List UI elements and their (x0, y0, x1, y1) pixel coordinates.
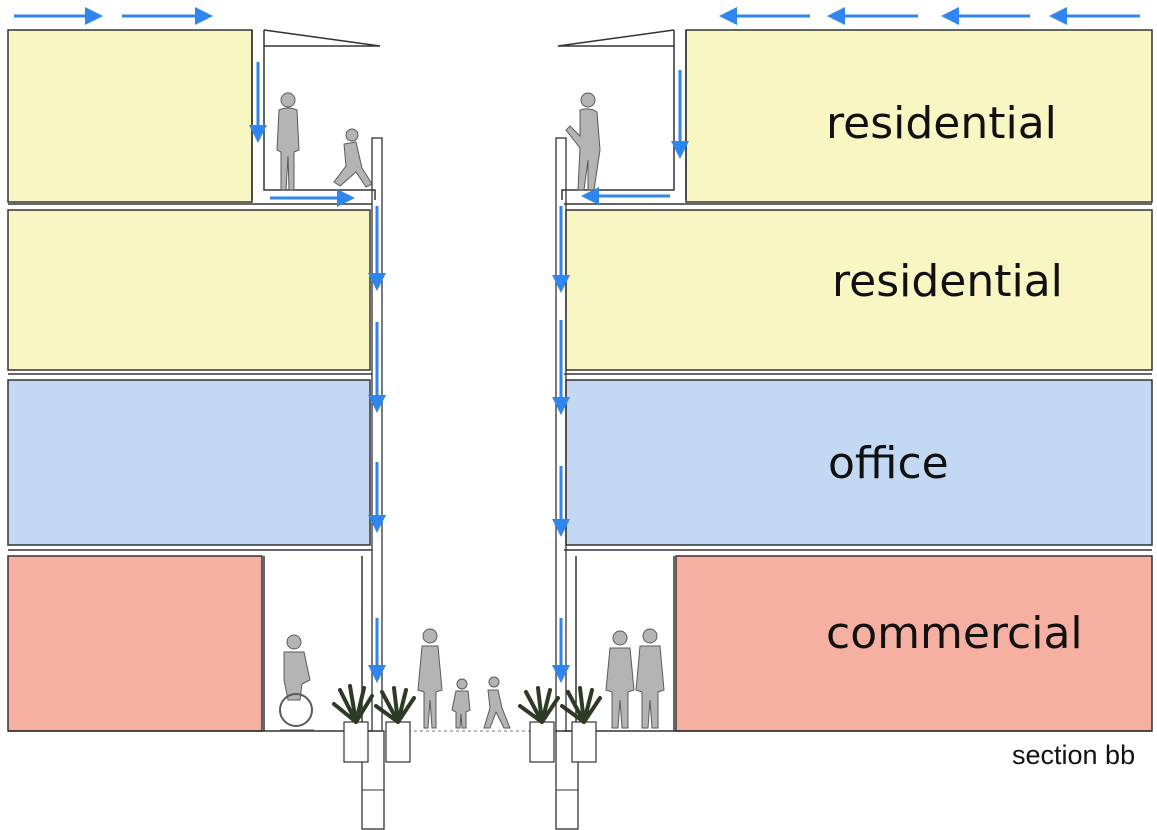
right-foundation (555, 730, 579, 830)
left-residential-mid-block (7, 209, 371, 371)
left-office-block (7, 379, 371, 546)
planter-icon (332, 684, 374, 763)
right-commercial-block (675, 555, 1153, 732)
right-residential-top-block (685, 29, 1153, 203)
person-figure-icon (417, 628, 443, 729)
person-figure-icon (483, 676, 511, 729)
zone-label-commercial: commercial (826, 608, 1083, 659)
person-figure-icon (451, 678, 471, 729)
left-balcony-frame (251, 29, 381, 200)
person-figure-icon (565, 92, 601, 191)
person-figure-icon (635, 628, 665, 729)
planter-icon (374, 686, 416, 763)
person-figure-icon (605, 630, 635, 729)
right-office-block (565, 379, 1153, 546)
person-figure-icon (333, 128, 373, 188)
person-figure-icon (276, 92, 300, 191)
zone-label-residential-mid: residential (832, 256, 1063, 307)
right-planters (518, 686, 602, 763)
airflow-arrows (14, 7, 1140, 683)
left-residential-top-block (7, 29, 253, 203)
left-building (7, 29, 385, 830)
planter-icon (518, 686, 560, 763)
left-planters (332, 684, 416, 763)
right-residential-mid-block (565, 209, 1153, 371)
left-commercial-block (7, 555, 263, 732)
left-foundation (361, 730, 385, 830)
person-figure-icon (279, 634, 314, 731)
section-caption: section bb (1012, 740, 1136, 770)
right-balcony-frame (557, 29, 687, 200)
planter-icon (560, 686, 602, 763)
zone-label-residential-top: residential (826, 98, 1057, 149)
right-building (555, 29, 1153, 830)
zone-label-office: office (828, 438, 949, 489)
